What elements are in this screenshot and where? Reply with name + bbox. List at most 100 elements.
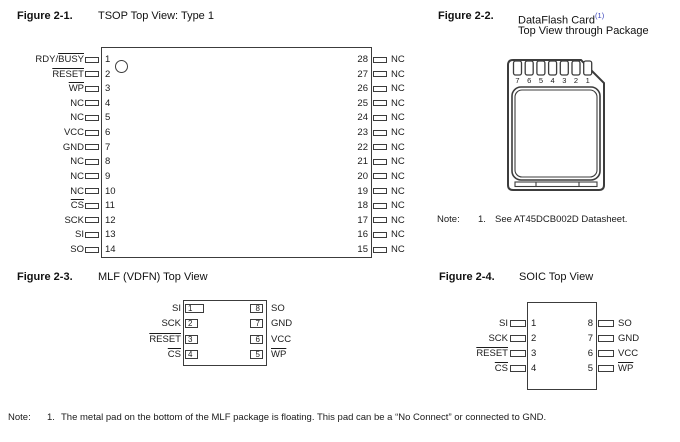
tsop-pin-2-pad	[84, 71, 99, 78]
figure-2-2-title: DataFlash Card(1)	[518, 10, 604, 28]
tsop-pin-27-pad	[372, 71, 387, 78]
tsop-pin-6-pad	[84, 129, 99, 136]
tsop-pin-17-pad	[372, 217, 387, 224]
pin-label-segment: SO	[618, 317, 632, 329]
tsop-pin-15-label: NC	[391, 244, 405, 255]
pin-label-segment: BUSY	[58, 54, 84, 65]
footer-note-label: Note:	[8, 412, 31, 423]
pin-label-segment: VCC	[63, 127, 84, 139]
soic-pin-3-label: RESET	[420, 348, 508, 359]
tsop-pin-6-label: VCC	[0, 127, 84, 138]
tsop-pin-26-label: NC	[391, 83, 405, 94]
tsop-pin-5-number: 5	[105, 112, 111, 124]
soic-pin-5-number: 5	[587, 362, 593, 374]
tsop-pin-10-pad	[84, 188, 99, 195]
mlf-pin-7-label: GND	[271, 318, 292, 329]
tsop-pin-14-pad	[84, 246, 99, 253]
tsop-pin-4-pad	[84, 100, 99, 107]
mlf-pin-3-label: RESET	[90, 334, 181, 345]
tsop-pin-25-label: NC	[391, 98, 405, 109]
tsop-pin-11-pad	[84, 202, 99, 209]
pin-label-segment: WP	[618, 362, 634, 374]
tsop-pin-12-number: 12	[105, 214, 116, 226]
pin-label-segment: NC	[70, 156, 84, 168]
tsop-pin-25-number: 25	[357, 97, 368, 109]
tsop-pin-18-number: 18	[357, 200, 368, 212]
soic-pin-7-number: 7	[587, 332, 593, 344]
tsop-pin-1-label: RDY/BUSY	[0, 54, 84, 65]
pin-label-segment: NC	[391, 156, 405, 168]
tsop-pin-19-pad	[372, 188, 387, 195]
pin-label-segment: NC	[391, 68, 405, 80]
card-inner-outline-outer	[511, 86, 601, 181]
card-contact-pad-number: 7	[515, 76, 519, 85]
soic-pin-2-number: 2	[531, 332, 537, 344]
tsop-pin-13-pad	[84, 231, 99, 238]
pin-label-segment: SO	[271, 302, 285, 314]
pin-label-segment: GND	[618, 332, 640, 344]
tsop-pin-27-label: NC	[391, 69, 405, 80]
pin-label-segment: NC	[391, 214, 405, 226]
tsop-pin-26-pad	[372, 85, 387, 92]
tsop-pin-9-label: NC	[0, 171, 84, 182]
pin-label-segment: NC	[391, 200, 405, 212]
footer-note-text: The metal pad on the bottom of the MLF p…	[61, 412, 547, 423]
pin-label-segment: NC	[391, 83, 405, 95]
card-contact-pad	[559, 60, 569, 76]
tsop-pin-10-label: NC	[0, 186, 84, 197]
soic-pin-5-pad	[598, 364, 614, 372]
tsop-pin-28-pad	[372, 56, 387, 63]
tsop-pin-19-label: NC	[391, 186, 405, 197]
mlf-pin-7-pad: 7	[250, 319, 263, 328]
mlf-pin-8-label: SO	[271, 303, 285, 314]
card-contact-pad-number: 3	[562, 76, 566, 85]
card-contact-pad	[536, 60, 546, 76]
card-contact-pad	[571, 60, 581, 76]
figure-2-3-title: MLF (VDFN) Top View	[98, 271, 208, 283]
tsop-pin-15-number: 15	[357, 244, 368, 256]
mlf-pin-2-label: SCK	[90, 318, 181, 329]
soic-pin-2-label: SCK	[420, 333, 508, 344]
soic-pin-6-number: 6	[587, 347, 593, 359]
tsop-pin-24-label: NC	[391, 112, 405, 123]
tsop-pin-22-number: 22	[357, 141, 368, 153]
pin-label-segment: RESET	[149, 333, 181, 345]
tsop-pin-23-label: NC	[391, 127, 405, 138]
tsop-pin-4-label: NC	[0, 98, 84, 109]
soic-pin-8-number: 8	[587, 317, 593, 329]
figure-2-2-title-footnote-ref: (1)	[595, 11, 605, 20]
pin-label-segment: SO	[70, 244, 84, 256]
tsop-pin-9-pad	[84, 173, 99, 180]
tsop-pin-15-pad	[372, 246, 387, 253]
mlf-pin-6-label: VCC	[271, 334, 291, 345]
tsop-pin-5-pad	[84, 114, 99, 121]
tsop-pin-26-number: 26	[357, 83, 368, 95]
soic-pin-7-label: GND	[618, 333, 639, 344]
card-contact-pad-number: 5	[539, 76, 543, 85]
tsop-pin-23-number: 23	[357, 127, 368, 139]
tsop-pin-22-pad	[372, 144, 387, 151]
figure-2-2-note-number: 1.	[478, 214, 486, 225]
pin-label-segment: SI	[499, 317, 508, 329]
tsop-pin-9-number: 9	[105, 170, 111, 182]
soic-pin-2-pad	[510, 334, 526, 342]
pin-label-segment: SCK	[488, 332, 508, 344]
card-contact-pad	[512, 60, 523, 76]
pin-label-segment: CS	[167, 349, 181, 360]
tsop-pin-2-label: RESET	[0, 69, 84, 80]
figure-2-2-label: Figure 2-2.	[438, 10, 494, 22]
soic-pin-3-number: 3	[531, 347, 537, 359]
soic-pin-4-label: CS	[420, 363, 508, 374]
tsop-pin-20-pad	[372, 173, 387, 180]
card-contact-pad	[583, 60, 593, 76]
card-inner-outline-inner	[514, 89, 598, 178]
pin-label-segment: VCC	[618, 347, 639, 359]
tsop-pin-3-label: WP	[0, 83, 84, 94]
tsop-pin-11-number: 11	[105, 200, 115, 212]
tsop-pin-21-pad	[372, 158, 387, 165]
card-outline	[507, 59, 605, 191]
tsop-pin-14-label: SO	[0, 244, 84, 255]
figure-2-3-label: Figure 2-3.	[17, 271, 73, 283]
tsop-pin-16-pad	[372, 231, 387, 238]
